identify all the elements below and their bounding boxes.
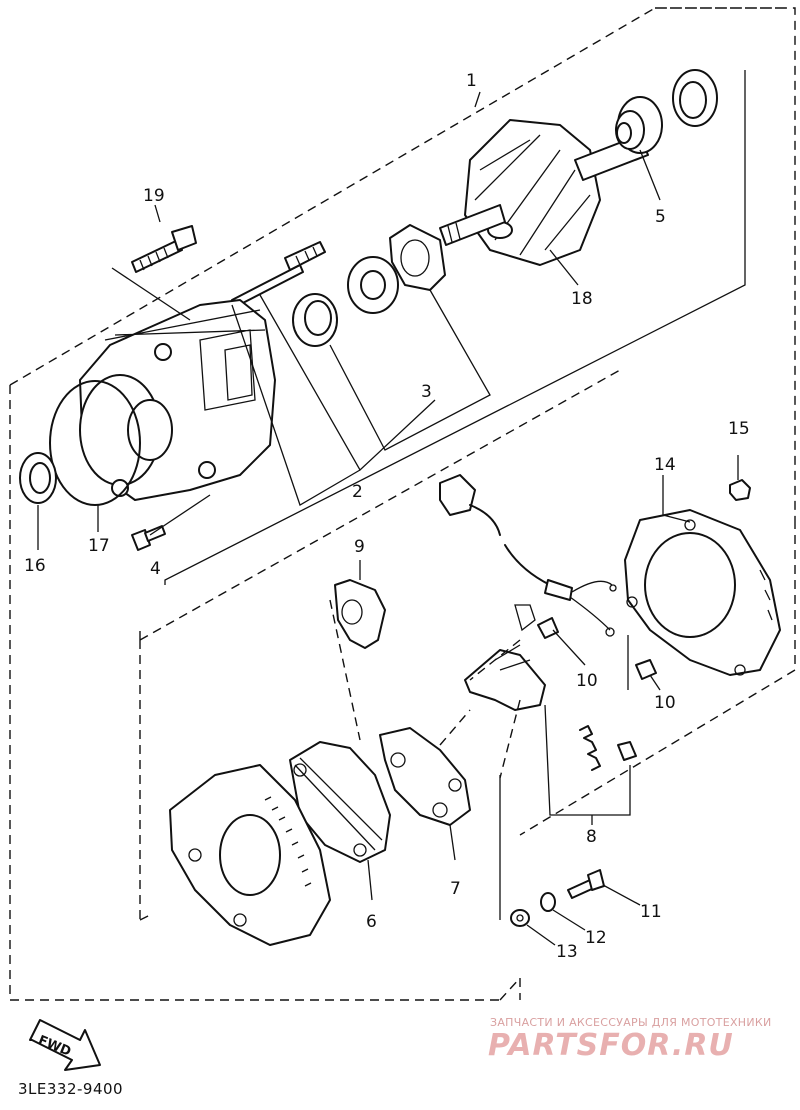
regulator (464, 604, 546, 711)
bolt-19 (131, 225, 197, 273)
watermark-subtitle: ЗАПЧАСТИ И АКСЕССУАРЫ ДЛЯ МОТОТЕХНИКИ (490, 1016, 772, 1029)
washer-13 (510, 909, 530, 927)
leader-1-tick (474, 91, 481, 108)
callout-16: 16 (24, 556, 46, 576)
leader-5 (639, 149, 661, 201)
wire-harness (439, 474, 617, 637)
leader-18 (549, 249, 579, 286)
spacer (292, 293, 338, 347)
callout-19: 19 (143, 186, 165, 206)
callout-9: 9 (354, 537, 365, 557)
diagram-code: 3LE332-9400 (18, 1080, 124, 1098)
leader-7 (449, 824, 456, 861)
callout-17: 17 (88, 536, 110, 556)
callout-2: 2 (352, 482, 363, 502)
callout-7: 7 (450, 879, 461, 899)
cover-ring-top (672, 69, 718, 127)
assembly-boundary-lower (9, 369, 796, 1001)
front-housing (79, 299, 276, 501)
stud-bolt (231, 241, 326, 308)
washer-12 (540, 892, 556, 912)
leader-12 (552, 909, 586, 931)
callout-18: 18 (571, 289, 593, 309)
callout-12: 12 (585, 928, 607, 948)
watermark-brand: PARTSFOR.RU (488, 1028, 734, 1063)
leader-13 (526, 924, 556, 946)
callout-1: 1 (466, 71, 477, 91)
stator-6 (289, 741, 391, 863)
bearing-3 (347, 256, 399, 314)
callout-14: 14 (654, 455, 676, 475)
brush-spring-8 (579, 725, 637, 771)
callout-8: 8 (586, 827, 597, 847)
callout-11: 11 (640, 902, 662, 922)
bearing-plate (389, 224, 446, 291)
leader-11 (602, 884, 641, 906)
alignment-lines (329, 599, 521, 1000)
rotor (439, 119, 649, 266)
leader-2b (231, 304, 361, 506)
callout-15: 15 (728, 419, 750, 439)
screw-10a (537, 617, 559, 639)
callout-5: 5 (655, 207, 666, 227)
rectifier-7 (379, 727, 471, 826)
leader-10a (552, 629, 586, 666)
leader-14 (662, 475, 691, 523)
o-ring-17 (49, 380, 141, 506)
screw-11 (567, 869, 605, 899)
leader-6 (367, 859, 373, 901)
callout-10b: 10 (654, 693, 676, 713)
screw-4 (131, 525, 166, 551)
leader-4 (149, 494, 211, 536)
callout-4: 4 (150, 559, 161, 579)
oil-seal-16 (19, 452, 57, 504)
rear-cover-14 (624, 509, 781, 676)
callout-10a: 10 (576, 671, 598, 691)
assembly-boundary-lower-2 (139, 630, 151, 921)
nut-15 (729, 479, 751, 501)
leader-3 (329, 289, 491, 451)
screw-10b (635, 659, 657, 680)
assembly-boundary-upper (9, 7, 796, 520)
leader-2 (259, 294, 436, 472)
callout-13: 13 (556, 942, 578, 962)
leader-1 (164, 70, 746, 585)
leader-8 (544, 704, 631, 816)
bearing-5 (615, 96, 663, 154)
leader-19-b (154, 204, 161, 223)
callout-3: 3 (421, 382, 432, 402)
leader-10b (649, 674, 661, 691)
callout-6: 6 (366, 912, 377, 932)
brush-holder-9 (334, 579, 386, 649)
rear-housing (169, 764, 331, 946)
fwd-arrow-icon: FWD (29, 1019, 101, 1071)
leader-19 (111, 267, 191, 321)
